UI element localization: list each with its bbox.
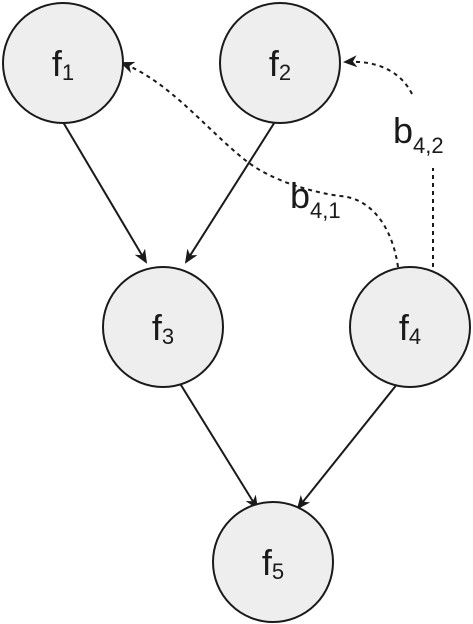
svg-text:f1: f1 [52,43,74,85]
edge-label-b42-subscript: 4,2 [413,133,444,158]
node-f4: f4 [349,266,471,388]
edge-f2-f3 [184,116,279,264]
node-f4-label: f [399,307,410,348]
svg-text:f2: f2 [269,43,291,85]
node-f5-label: f [262,542,273,583]
edge-label-b41: b4,1 [290,175,341,223]
svg-text:f3: f3 [152,307,174,349]
edge-f4-f2-dashed [345,62,434,267]
node-f3-subscript: 3 [162,324,174,349]
edge-f4-f1-dashed [120,61,399,268]
node-f5: f5 [212,501,334,623]
edge-f4-f5 [296,377,403,510]
svg-text:f4: f4 [399,307,421,349]
edge-label-b42-base: b [393,110,413,151]
node-f3-label: f [152,307,163,348]
node-f4-subscript: 4 [409,324,421,349]
edge-label-b42: b4,2 [393,110,444,158]
edge-f1-f3 [62,121,148,264]
node-f1: f1 [2,2,124,124]
node-f3: f3 [102,266,224,388]
svg-text:f5: f5 [262,542,284,584]
node-f2: f2 [219,2,341,124]
node-f5-subscript: 5 [272,559,284,584]
edge-label-b41-base: b [290,175,310,216]
edge-f3-f5 [175,376,259,510]
node-f2-label: f [269,43,280,84]
edge-label-b41-subscript: 4,1 [310,198,341,223]
node-f1-subscript: 1 [62,60,74,85]
node-f1-label: f [52,43,63,84]
node-f2-subscript: 2 [279,60,291,85]
